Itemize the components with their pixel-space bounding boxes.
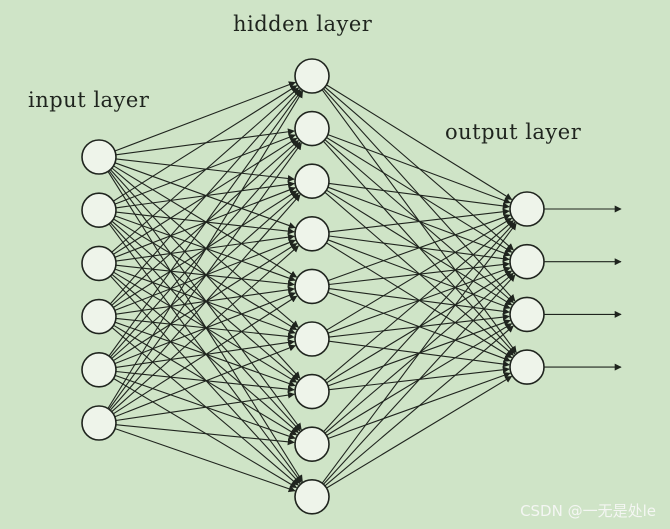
edge-hidden-0-to-output-0: [326, 84, 513, 200]
output-node-2: [509, 296, 545, 333]
csdn-watermark: CSDN @一无是处le: [520, 502, 656, 520]
hidden-node-8: [294, 478, 330, 515]
input-node-2: [81, 245, 117, 282]
edge-input-5-to-hidden-6: [115, 391, 295, 422]
hidden-layer-label: hidden layer: [233, 12, 373, 36]
input-node-4: [81, 351, 117, 388]
edge-hidden-6-to-output-0: [324, 220, 514, 382]
input-node-5: [81, 405, 117, 441]
hidden-node-7: [294, 426, 330, 463]
edge-hidden-2-to-output-0: [328, 182, 510, 210]
hidden-node-3: [294, 216, 330, 252]
edge-hidden-7-to-output-0: [323, 221, 516, 433]
edge-input-1-to-hidden-0: [113, 85, 298, 202]
edge-hidden-8-to-output-3: [326, 375, 513, 489]
edge-hidden-8-to-output-2: [324, 325, 514, 487]
input-node-1: [81, 192, 117, 228]
hidden-node-4: [294, 268, 330, 305]
edge-input-1-to-hidden-4: [114, 215, 296, 282]
edge-input-5-to-hidden-0: [107, 90, 304, 409]
hidden-node-0: [294, 58, 330, 94]
edge-input-5-to-hidden-4: [113, 295, 298, 415]
output-node-1: [509, 243, 545, 280]
hidden-node-6: [294, 373, 330, 410]
edge-input-3-to-hidden-0: [109, 88, 301, 305]
edge-input-5-to-hidden-7: [115, 424, 295, 446]
output-layer-label: output layer: [445, 120, 582, 144]
edge-input-3-to-hidden-6: [114, 321, 296, 387]
edge-hidden-3-to-output-0: [328, 208, 510, 233]
edge-hidden-1-to-output-0: [327, 134, 511, 204]
edge-input-5-to-hidden-3: [111, 245, 300, 413]
edge-hidden-8-to-output-0: [321, 222, 517, 484]
edge-hidden-5-to-output-0: [326, 217, 513, 331]
edge-input-5-to-hidden-8: [114, 428, 296, 493]
edge-hidden-4-to-output-0: [327, 213, 511, 282]
edge-hidden-8-to-output-1: [323, 274, 516, 485]
output-node-3: [509, 349, 545, 385]
edge-input-4-to-hidden-0: [108, 90, 302, 357]
input-layer-label: input layer: [28, 88, 150, 112]
edge-input-0-to-hidden-0: [114, 81, 296, 152]
output-arrows: [544, 205, 622, 371]
input-node-3: [81, 298, 117, 335]
edge-input-3-to-hidden-7: [113, 324, 298, 436]
hidden-node-2: [294, 163, 330, 199]
output-node-0: [509, 191, 545, 227]
edge-input-5-to-hidden-2: [109, 194, 301, 411]
hidden-node-1: [294, 110, 330, 147]
input-node-0: [81, 139, 117, 175]
edge-input-2-to-hidden-0: [111, 87, 300, 253]
edge-input-5-to-hidden-1: [108, 142, 302, 410]
connection-edges: [107, 81, 517, 493]
edge-input-5-to-hidden-5: [114, 344, 296, 418]
hidden-node-5: [294, 321, 330, 357]
network-nodes: [81, 58, 545, 515]
